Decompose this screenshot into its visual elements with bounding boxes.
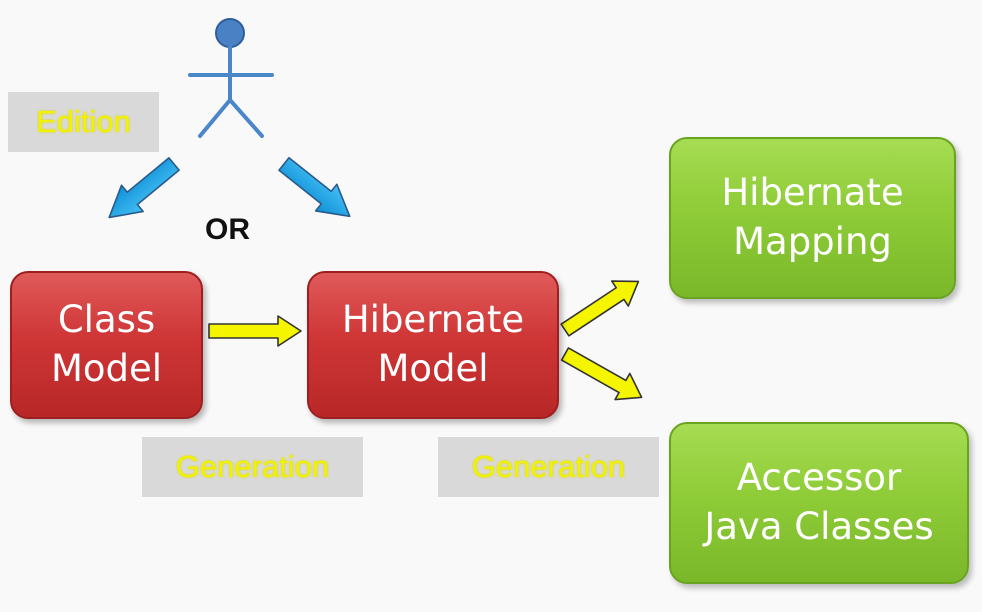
- accessor-java-classes-box: Accessor Java Classes: [669, 422, 969, 584]
- accessor-line-2: Java Classes: [704, 505, 934, 548]
- class-model-line-2: Model: [50, 347, 163, 390]
- edition-tag-label: Edition: [36, 104, 131, 139]
- generation-tag-left: Generation: [142, 437, 363, 497]
- hibernate-mapping-line-2: Mapping: [733, 220, 892, 263]
- hibernate-model-box: Hibernate Model: [307, 271, 559, 419]
- actor-icon: [188, 18, 274, 138]
- generation-tag-right-label: Generation: [471, 449, 626, 484]
- arrow-hibernate-model-to-accessor: [560, 347, 643, 401]
- class-model-line-1: Class: [57, 298, 156, 342]
- generation-tag-left-label: Generation: [175, 449, 330, 484]
- generation-tag-right: Generation: [438, 437, 659, 497]
- arrow-class-to-hibernate-model: [208, 315, 302, 347]
- arrow-hibernate-model-to-mapping: [560, 280, 640, 337]
- accessor-line-1: Accessor: [736, 456, 902, 500]
- hibernate-mapping-box: Hibernate Mapping: [669, 137, 956, 299]
- or-label: OR: [205, 213, 250, 246]
- arrow-actor-to-hibernate-model: [278, 156, 351, 218]
- hibernate-model-line-1: Hibernate: [341, 298, 525, 342]
- hibernate-model-line-2: Model: [377, 347, 489, 390]
- arrow-actor-to-class-model: [108, 157, 180, 219]
- hibernate-mapping-line-1: Hibernate: [721, 171, 904, 215]
- class-model-box: Class Model: [10, 271, 203, 419]
- edition-tag: Edition: [8, 92, 159, 152]
